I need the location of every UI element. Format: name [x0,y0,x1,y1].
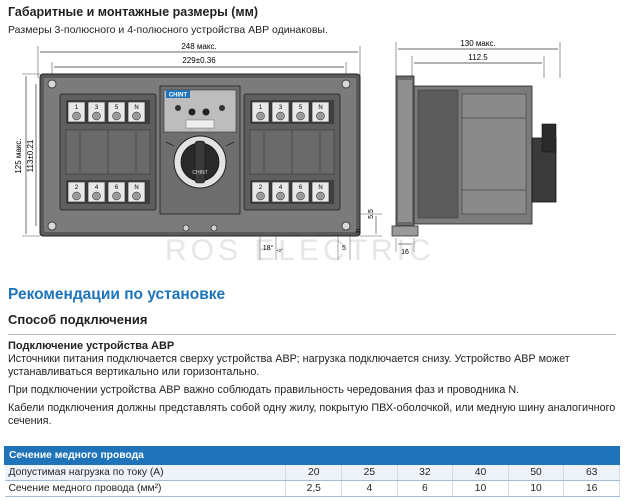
handle-label: CHINT [192,170,207,176]
dim-radius: R [356,229,361,236]
table-cell: 2,5 [285,480,343,497]
terminal-label: N [134,185,138,191]
terminal-label: N [318,185,322,191]
paragraph: Источники питания подключается сверху ус… [8,353,570,378]
row-label: Сечение медного провода (мм²) [4,480,287,497]
dim-total-height: 125 макс. [14,138,23,173]
table-row: Сечение медного провода (мм²) 2,5 4 6 10… [4,480,620,497]
dim-angle-tolerance: +2° [276,248,283,253]
terminal-label: 1 [75,105,79,111]
table-cell: 40 [452,464,509,481]
page-subtitle: Размеры 3-полюсного и 4-полюсного устрой… [8,24,328,36]
terminal-label: 5 [115,105,119,111]
dim-mount-height: 113±0.21 [26,139,35,172]
dim-mount-width: 229±0.36 [182,56,216,65]
terminal-label: 6 [299,185,303,191]
page-title: Габаритные и монтажные размеры (мм) [8,5,259,19]
wire-section-table: Сечение медного провода Допустимая нагру… [4,446,620,497]
table-cell: 63 [563,464,620,481]
left-terminals-top: 1 3 5 N [67,101,146,123]
terminal-label: 1 [259,105,263,111]
dim-side-gap: 5.5 [368,209,375,219]
watermark: ROS ELECTRIC [165,234,435,267]
dim-total-width: 248 макс. [181,42,216,51]
terminal-label: 3 [95,105,99,111]
row-label: Допустимая нагрузка по току (А) [4,464,287,481]
terminal-label: N [134,105,138,111]
terminal-label: 5 [299,105,303,111]
terminal-label: 4 [95,185,99,191]
terminal-label: 2 [259,185,263,191]
table-header: Сечение медного провода [4,446,620,465]
indicator-led [219,105,225,111]
table-row: Допустимая нагрузка по току (А) 20 25 32… [4,464,620,481]
dim-depth: 112.5 [468,53,488,62]
indicator-led [175,105,181,111]
paragraph: При подключении устройства АВР важно соб… [8,384,520,396]
table-cell: 20 [285,464,343,481]
terminal-label: 2 [75,185,79,191]
table-cell: 16 [563,480,620,497]
terminal-label: 4 [279,185,283,191]
right-terminals-bottom: 2 4 6 N [251,181,330,203]
table-cell: 32 [397,464,454,481]
terminal-label: 6 [115,185,119,191]
table-cell: 10 [452,480,509,497]
dim-base: 16 [401,249,409,256]
brand-logo: CHINT [169,93,188,99]
brand-badge [166,90,190,98]
dim-depth-max: 130 макс. [460,39,495,48]
table-cell: 6 [397,480,454,497]
dim-angle: 18° [263,244,274,252]
side-view [391,75,557,237]
section-title: Рекомендации по установке [8,286,226,303]
table-cell: 25 [341,464,398,481]
indicator-led [202,108,210,116]
paragraph: Кабели подключения должны представлять с… [8,402,616,427]
subheading: Подключение устройства АВР [8,340,175,352]
dimension-drawing: ROS ELECTRIC 248 макс. 229±0.36 125 макс… [14,39,561,267]
table-cell: 4 [341,480,398,497]
right-terminals-top: 1 3 5 N [251,101,330,123]
dim-bottom-gap: 5 [342,245,346,252]
section-subtitle: Способ подключения [8,312,148,327]
left-terminals-bottom: 2 4 6 N [67,181,146,203]
indicator-led [188,108,196,116]
terminal-label: 3 [279,105,283,111]
terminal-label: N [318,105,322,111]
divider [8,334,616,335]
table-cell: 10 [508,480,565,497]
table-cell: 50 [508,464,565,481]
